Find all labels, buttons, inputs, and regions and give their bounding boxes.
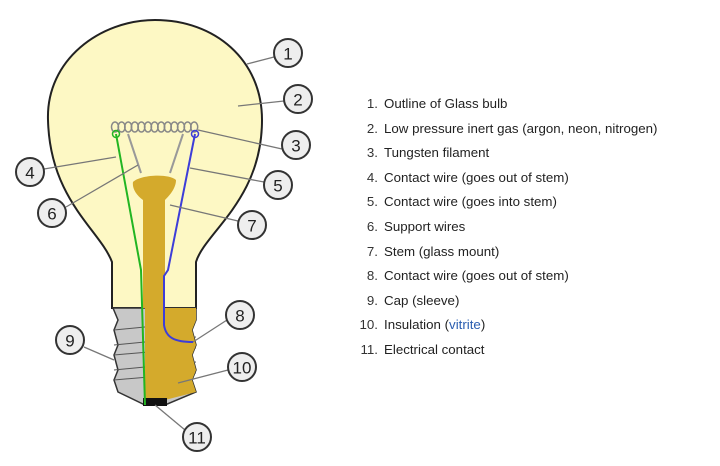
callout-circle [281,130,311,160]
callout-circle [182,422,212,452]
callout-circle [263,170,293,200]
callout-7: 7 [237,210,267,240]
callout-number: 6 [47,205,56,224]
callout-circle [225,300,255,330]
legend-number: 11. [360,341,379,357]
legend-text: Electrical contact [384,341,485,357]
legend-item: 4. Contact wire (goes out of stem) [352,168,657,193]
legend-text: Low pressure inert gas (argon, neon, nit… [384,120,658,136]
legend-text-before: Insulation ( [384,317,450,333]
callout-number: 1 [283,45,292,64]
callout-circle [273,38,303,68]
legend-text: Insulation (vitrite) [384,315,485,340]
legend-number: 9. [366,292,378,308]
callout-1: 1 [273,38,303,68]
filament-coil-turn [189,121,199,133]
legend-text: Contact wire (goes into stem) [384,194,557,210]
callout-number: 10 [233,359,252,378]
legend-number: 8. [366,268,378,284]
callout-4: 4 [15,157,45,187]
callout-11: 11 [182,422,212,452]
callout-circle [237,210,267,240]
callout-3: 3 [281,130,311,160]
legend-number: 6. [366,218,378,234]
legend-item: 8. Contact wire (goes out of stem) [352,266,657,291]
callout-6: 6 [37,198,67,228]
callout-number: 7 [247,217,256,236]
callout-10: 10 [227,352,257,382]
glass-bulb [46,18,264,309]
callout-number: 3 [291,137,300,156]
callout-number: 11 [188,429,206,448]
callout-circle [55,325,85,355]
callout-5: 5 [263,170,293,200]
callout-number: 9 [65,332,74,351]
legend-item: 6. Support wires [352,217,657,242]
tungsten-filament [110,121,199,133]
legend-text: Contact wire (goes out of stem) [384,169,569,185]
callout-number: 4 [25,164,34,183]
legend-list: 1. Outline of Glass bulb 2. Low pressure in… [352,94,658,365]
callout-number: 8 [235,307,244,326]
legend-text: Support wires [384,218,466,234]
callout-9: 9 [55,325,85,355]
legend-number: 2. [366,120,378,136]
callout-circle [283,84,313,114]
legend-number: 4. [366,169,378,185]
callout-8: 8 [225,300,255,330]
legend-item: 10. Insulation (vitrite) [352,315,657,340]
legend-number: 7. [366,243,378,259]
legend-text: Cap (sleeve) [384,292,460,308]
legend-text: Tungsten filament [384,145,490,161]
callout-number: 5 [273,177,282,196]
light-bulb-diagram: 1 2 3 4 5 6 7 8 9 10 11 [15,18,313,452]
legend-number: 10. [359,317,379,333]
legend-item: 1. Outline of Glass bulb [352,94,657,119]
legend-item: 5. Contact wire (goes into stem) [352,192,657,217]
contact-wire-green [115,133,146,406]
stem [132,175,176,308]
callout-circle [227,352,257,382]
leader-lines [43,56,285,431]
electrical-contact [143,398,167,406]
legend-text: Stem (glass mount) [384,243,500,259]
vitrite-link[interactable]: vitrite [449,317,481,333]
legend-text: Contact wire (goes out of stem) [384,268,569,284]
callout-circle [15,157,45,187]
legend-number: 3. [366,145,378,161]
contact-wire-blue [163,133,196,343]
legend-text: Outline of Glass bulb [384,96,508,111]
legend-item: 11. Electrical contact [352,340,657,365]
callout-2: 2 [283,84,313,114]
legend-number: 1. [366,96,378,111]
legend-item: 9. Cap (sleeve) [352,291,657,316]
legend-text-after: ) [480,317,486,333]
legend-item: 3. Tungsten filament [352,143,657,168]
support-wires [127,133,184,174]
legend-number: 5. [366,194,378,210]
callout-number: 2 [293,91,302,110]
callout-circle [37,198,67,228]
insulation [145,308,196,400]
legend-item: 7. Stem (glass mount) [352,242,657,267]
legend-item: 2. Low pressure inert gas (argon, neon, n… [352,119,658,144]
